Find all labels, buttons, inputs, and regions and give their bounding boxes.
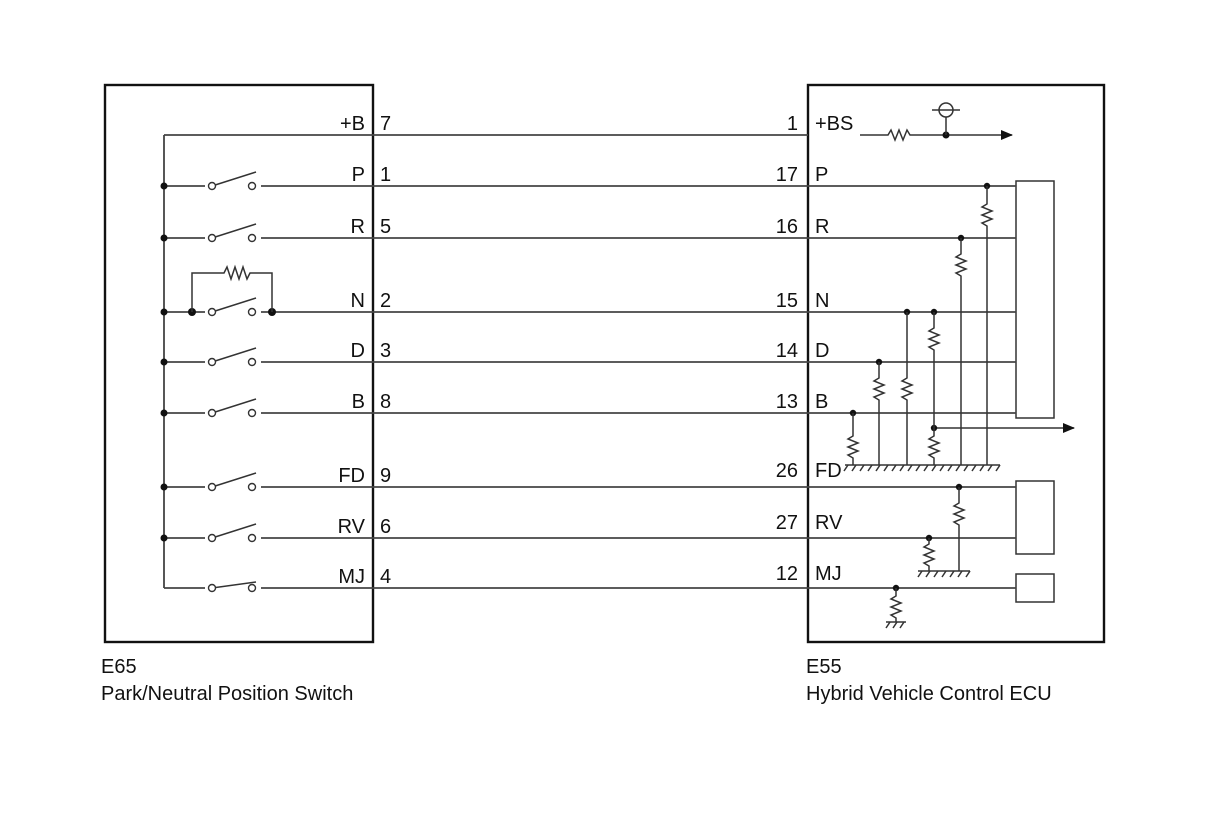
right-pin-name: MJ bbox=[815, 563, 842, 585]
left-component-id: E65 bbox=[101, 656, 137, 678]
left-pin-name: +B bbox=[340, 113, 365, 135]
right-pin-name: R bbox=[815, 216, 829, 238]
left-pin-number: 3 bbox=[380, 340, 391, 362]
right-pin-number: 13 bbox=[776, 391, 798, 413]
left-pin-name: R bbox=[351, 216, 365, 238]
right-pin-number: 14 bbox=[776, 340, 798, 362]
left-pin-number: 9 bbox=[380, 465, 391, 487]
right-pin-name: +BS bbox=[815, 113, 853, 135]
right-pin-number: 17 bbox=[776, 164, 798, 186]
right-pin-number: 16 bbox=[776, 216, 798, 238]
left-pin-number: 8 bbox=[380, 391, 391, 413]
left-pin-number: 1 bbox=[380, 164, 391, 186]
right-pin-number: 1 bbox=[787, 113, 798, 135]
park-neutral-switch-box bbox=[103, 83, 375, 644]
left-pin-name: MJ bbox=[338, 566, 365, 588]
right-pin-name: RV bbox=[815, 512, 843, 534]
right-pin-number: 12 bbox=[776, 563, 798, 585]
ecu-input-blocks bbox=[1015, 180, 1055, 603]
switch-contacts bbox=[205, 171, 261, 596]
right-pin-name: B bbox=[815, 391, 828, 413]
right-component-name: Hybrid Vehicle Control ECU bbox=[806, 683, 1052, 705]
left-pin-name: D bbox=[351, 340, 365, 362]
left-pin-name: FD bbox=[338, 465, 365, 487]
left-pin-name: P bbox=[352, 164, 365, 186]
left-pin-number: 6 bbox=[380, 516, 391, 538]
right-pin-name: N bbox=[815, 290, 829, 312]
left-pin-name: N bbox=[351, 290, 365, 312]
right-pin-name: FD bbox=[815, 460, 842, 482]
right-component-id: E55 bbox=[806, 656, 842, 678]
left-pin-name: B bbox=[352, 391, 365, 413]
switch-common-bus bbox=[160, 135, 168, 588]
right-pin-labels: 1 +BS 17 P 16 R 15 N 14 D 13 B 26 FD 27 … bbox=[776, 113, 854, 585]
left-pin-number: 4 bbox=[380, 566, 391, 588]
left-pin-number: 5 bbox=[380, 216, 391, 238]
left-pin-number: 7 bbox=[380, 113, 391, 135]
n-switch-bypass-resistor bbox=[188, 264, 276, 316]
left-component-name: Park/Neutral Position Switch bbox=[101, 683, 353, 705]
right-pin-number: 26 bbox=[776, 460, 798, 482]
right-pin-number: 15 bbox=[776, 290, 798, 312]
left-pin-name: RV bbox=[338, 516, 366, 538]
left-pin-number: 2 bbox=[380, 290, 391, 312]
right-pin-number: 27 bbox=[776, 512, 798, 534]
ecu-signal-lines bbox=[808, 185, 1075, 589]
hybrid-ecu-box bbox=[806, 83, 1106, 644]
ecu-supply-circuit bbox=[860, 102, 1013, 143]
left-pin-labels: +B 7 P 1 R 5 N 2 D 3 B 8 FD 9 RV 6 MJ 4 bbox=[338, 113, 392, 588]
right-pin-name: P bbox=[815, 164, 828, 186]
ecu-pull-resistors bbox=[843, 182, 1001, 629]
right-pin-name: D bbox=[815, 340, 829, 362]
